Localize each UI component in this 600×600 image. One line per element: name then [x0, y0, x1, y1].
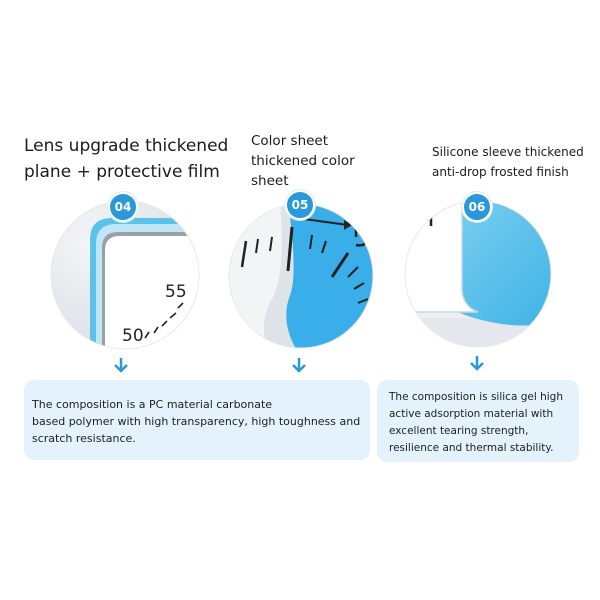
feature-05-badge: 05: [285, 190, 315, 220]
silicone-sleeve-detail-image: [404, 200, 552, 348]
feature-06-badge: 06: [462, 192, 492, 222]
pc-material-description: The composition is a PC material carbona…: [32, 398, 361, 445]
down-arrow-icon: [114, 358, 128, 373]
silica-gel-description-panel: The composition is silica gel high activ…: [377, 380, 579, 462]
feature-04-title: Lens upgrade thickened plane + protectiv…: [24, 136, 229, 182]
dial-label-50: 50: [122, 326, 144, 346]
silica-gel-description: The composition is silica gel high activ…: [389, 391, 563, 454]
down-arrow-icon: [292, 358, 306, 373]
feature-04-badge: 04: [108, 192, 138, 222]
pc-material-description-panel: The composition is a PC material carbona…: [24, 380, 370, 460]
feature-06-title: Silicone sleeve thickened anti-drop fros…: [432, 145, 584, 179]
color-sheet-detail-image: [228, 203, 374, 349]
feature-05-title: Color sheet thickened color sheet: [251, 133, 355, 189]
dial-label-55: 55: [165, 282, 187, 302]
lens-detail-image: [50, 200, 200, 350]
down-arrow-icon: [470, 356, 484, 371]
